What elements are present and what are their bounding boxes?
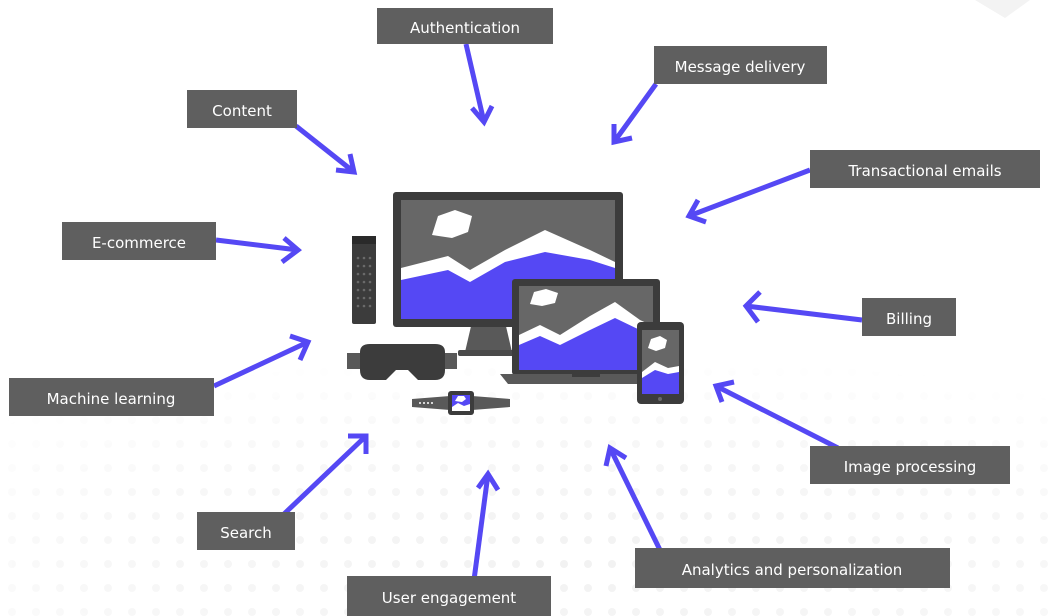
arrow-ecommerce: [215, 236, 302, 264]
arrow-image-processing: [712, 379, 840, 451]
label-user-engagement-text: User engagement: [382, 589, 517, 607]
label-user-engagement: User engagement: [347, 576, 551, 616]
label-billing: Billing: [862, 298, 956, 336]
corner-shape: [975, 0, 1030, 18]
label-search: Search: [197, 512, 295, 550]
arrow-transactional: [685, 167, 811, 225]
label-image-processing-text: Image processing: [844, 458, 977, 476]
label-message-delivery: Message delivery: [654, 46, 827, 84]
arrow-user-engagement: [471, 469, 501, 581]
arrow-message-delivery: [611, 82, 659, 146]
label-transactional-emails-text: Transactional emails: [847, 162, 1001, 180]
label-search-text: Search: [220, 524, 272, 542]
smartwatch-icon: [412, 391, 510, 415]
label-content-text: Content: [212, 102, 272, 120]
label-authentication-text: Authentication: [410, 19, 520, 37]
label-authentication: Authentication: [377, 8, 553, 44]
arrow-authentication: [463, 43, 495, 127]
devices-illustration: [347, 192, 684, 415]
laptop-icon: [500, 279, 672, 384]
arrow-analytics: [603, 444, 663, 552]
label-ecommerce-text: E-commerce: [92, 234, 186, 252]
label-machine-learning-text: Machine learning: [47, 390, 176, 408]
label-machine-learning: Machine learning: [9, 378, 214, 416]
label-analytics: Analytics and personalization: [635, 548, 950, 588]
label-analytics-text: Analytics and personalization: [682, 561, 903, 579]
arrow-machine-learning: [212, 333, 312, 389]
label-message-delivery-text: Message delivery: [675, 58, 806, 76]
vr-headset-icon: [347, 344, 457, 380]
arrows: [212, 43, 863, 581]
label-content: Content: [187, 90, 297, 128]
arrow-content: [294, 124, 358, 175]
tower-icon: [352, 236, 376, 324]
label-image-processing: Image processing: [810, 446, 1010, 484]
tablet-icon: [637, 322, 684, 404]
arrow-search: [282, 433, 369, 516]
label-billing-text: Billing: [886, 310, 932, 328]
arrow-billing: [742, 290, 863, 324]
label-ecommerce: E-commerce: [62, 222, 216, 260]
label-transactional-emails: Transactional emails: [810, 150, 1040, 188]
